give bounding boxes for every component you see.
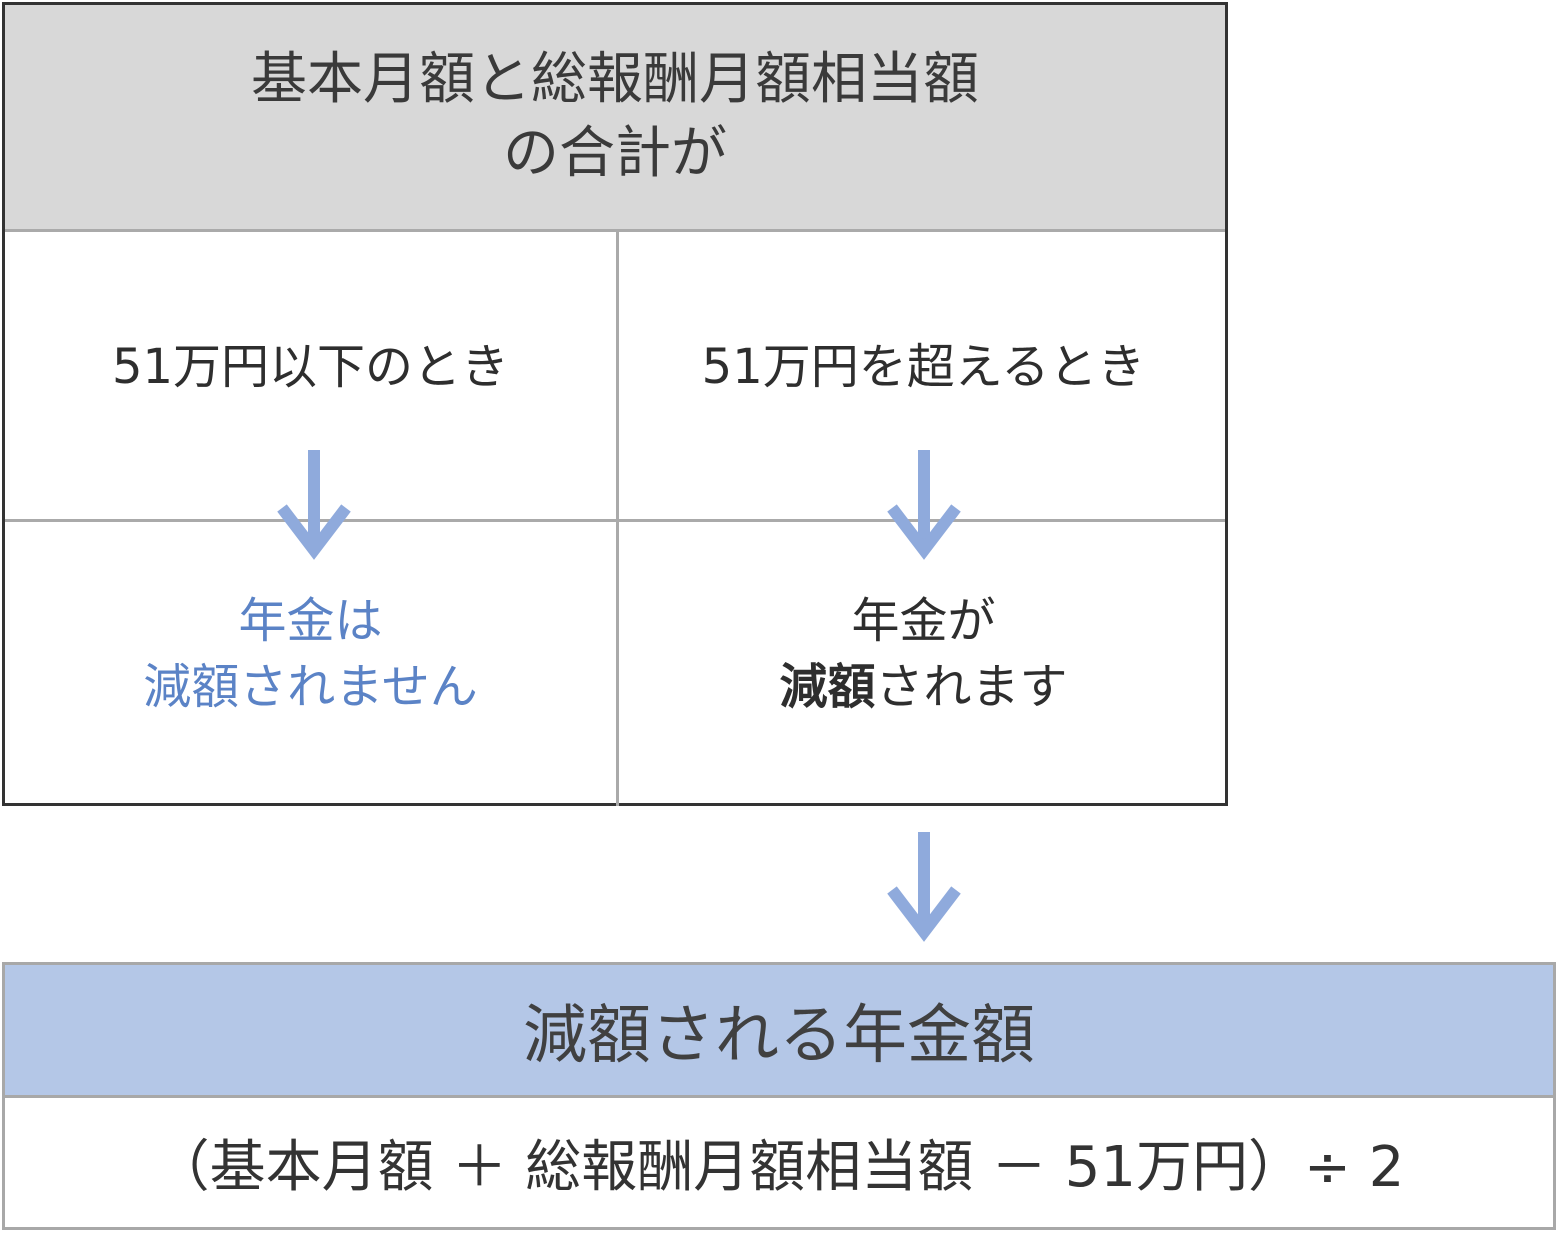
row-divider	[5, 519, 1225, 522]
condition-header-line1: 基本月額と総報酬月額相当額	[251, 47, 979, 112]
right-result-line1: 年金が	[851, 593, 996, 649]
reduction-formula: （基本月額 ＋ 総報酬月額相当額 － 51万円）÷ 2	[153, 1135, 1405, 1200]
reduction-formula-box: 減額される年金額 （基本月額 ＋ 総報酬月額相当額 － 51万円）÷ 2	[2, 962, 1556, 1230]
right-result-line2: 減額されます	[779, 654, 1067, 720]
right-result-rest: されます	[875, 659, 1068, 715]
arrow-down-icon	[887, 832, 961, 942]
left-condition-text: 51万円以下のとき	[111, 339, 510, 395]
condition-header-line2: の合計が	[503, 121, 727, 186]
left-result-line1: 年金は	[238, 593, 383, 649]
arrow-down-icon	[887, 450, 961, 560]
left-result-cell: 年金は 減額されません	[5, 522, 616, 806]
right-condition-cell: 51万円を超えるとき	[619, 235, 1228, 519]
condition-header: 基本月額と総報酬月額相当額 の合計が	[5, 5, 1225, 232]
left-result-line2: 減額されません	[143, 659, 478, 715]
right-result-bold: 減額	[779, 659, 876, 715]
condition-table: 基本月額と総報酬月額相当額 の合計が 51万円以下のとき 51万円を超えるとき …	[2, 2, 1228, 806]
right-condition-text: 51万円を超えるとき	[701, 339, 1146, 395]
reduction-header: 減額される年金額	[5, 965, 1553, 1098]
right-result-cell: 年金が 減額されます	[619, 522, 1228, 806]
arrow-down-icon	[277, 450, 351, 560]
left-condition-cell: 51万円以下のとき	[5, 235, 616, 519]
